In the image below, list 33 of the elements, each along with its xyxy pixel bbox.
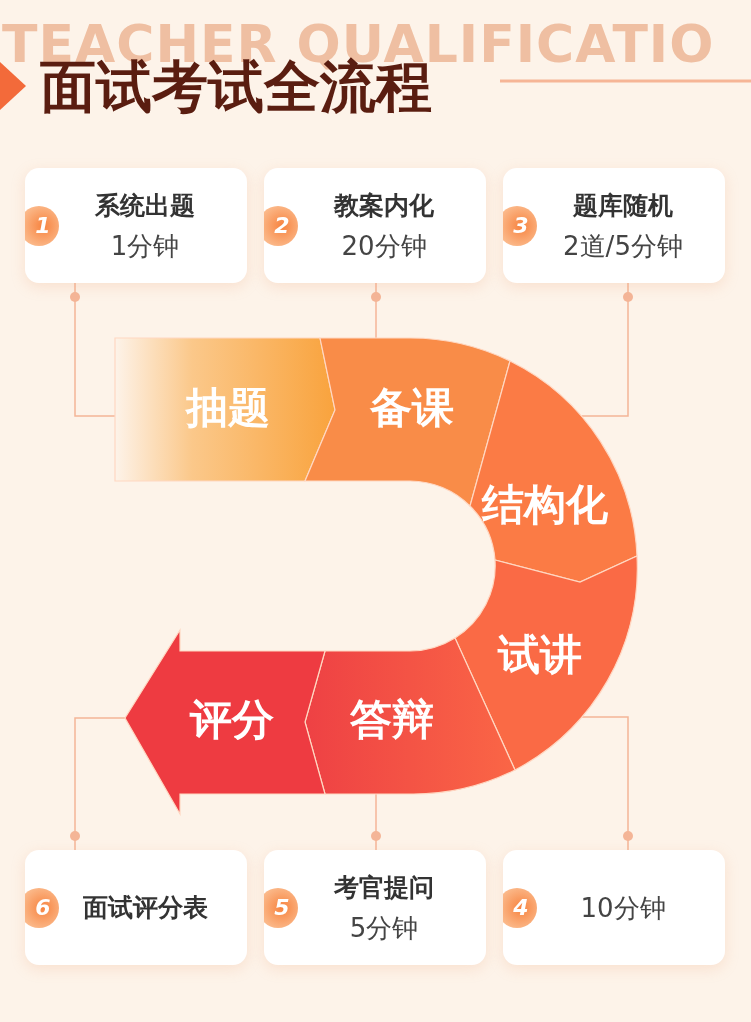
segment-label: 答辩	[350, 694, 434, 746]
step-card	[503, 168, 725, 283]
step-detail: 5分钟	[349, 911, 419, 945]
step-detail: 10分钟	[580, 891, 666, 925]
step-card	[25, 168, 247, 283]
step-number-badge: 3	[503, 205, 537, 246]
segment-label: 试讲	[498, 629, 582, 681]
step-card	[264, 850, 486, 965]
segment-label: 评分	[190, 694, 274, 746]
step-card	[264, 168, 486, 283]
leader-line	[371, 282, 381, 339]
leader-line	[581, 282, 633, 417]
step-card	[25, 850, 247, 965]
leader-line	[70, 282, 116, 417]
step-detail: 1分钟	[110, 229, 180, 263]
step-detail: 20分钟	[341, 229, 427, 263]
step-number-badge: 4	[503, 887, 537, 928]
segment-label: 抽题	[186, 382, 270, 434]
step-name: 面试评分表	[82, 891, 208, 924]
step-name: 考官提问	[334, 871, 434, 904]
step-name: 教案内化	[334, 189, 434, 222]
step-detail: 2道/5分钟	[563, 229, 683, 263]
step-number-badge: 6	[25, 887, 59, 928]
segment-label: 备课	[370, 382, 454, 434]
step-card	[503, 850, 725, 965]
leader-line	[371, 793, 381, 851]
step-number-badge: 2	[264, 205, 298, 246]
leader-line	[70, 717, 126, 851]
step-number-badge: 5	[264, 887, 298, 928]
step-name: 题库随机	[573, 189, 673, 222]
step-name: 系统出题	[95, 189, 195, 222]
segment-label: 结构化	[482, 479, 608, 531]
step-number-badge: 1	[25, 205, 59, 246]
